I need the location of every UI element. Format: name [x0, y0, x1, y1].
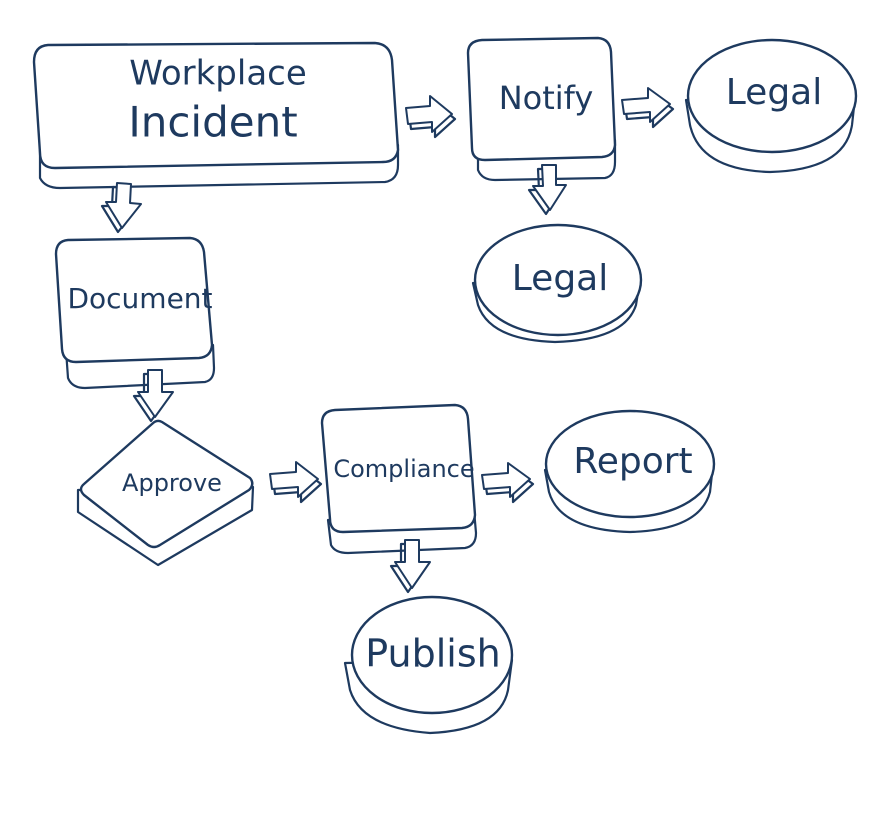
edge-approve-to-compliance — [269, 461, 323, 504]
node-compliance: Compliance — [320, 403, 478, 555]
node-approve-label: Approve — [122, 469, 222, 497]
node-notify: Notify — [466, 36, 617, 182]
edge-compliance-to-report — [481, 462, 535, 504]
edge-document-to-approve — [132, 369, 174, 423]
node-workplace-incident-line2: Incident — [128, 98, 297, 147]
node-document: Document — [54, 236, 216, 390]
edge-incident-to-notify — [405, 95, 457, 139]
node-report: Report — [543, 409, 716, 534]
node-notify-label: Notify — [499, 79, 594, 117]
node-legal-right-label: Legal — [726, 72, 823, 113]
edge-incident-to-document — [100, 182, 142, 234]
node-compliance-label: Compliance — [333, 455, 474, 483]
node-legal-below: Legal — [471, 223, 643, 344]
node-document-label: Document — [67, 282, 212, 315]
node-approve: Approve — [76, 419, 255, 567]
node-workplace-incident: Workplace Incident — [32, 41, 400, 190]
edge-compliance-to-publish — [389, 539, 431, 594]
node-publish-label: Publish — [365, 632, 500, 676]
node-workplace-incident-line1: Workplace — [129, 54, 307, 94]
edge-notify-to-legal-below — [527, 164, 567, 216]
node-legal-below-label: Legal — [512, 258, 609, 299]
node-publish: Publish — [343, 595, 514, 735]
node-report-label: Report — [573, 441, 692, 482]
node-legal-right: Legal — [684, 38, 858, 174]
edge-notify-to-legal-right — [621, 87, 675, 129]
